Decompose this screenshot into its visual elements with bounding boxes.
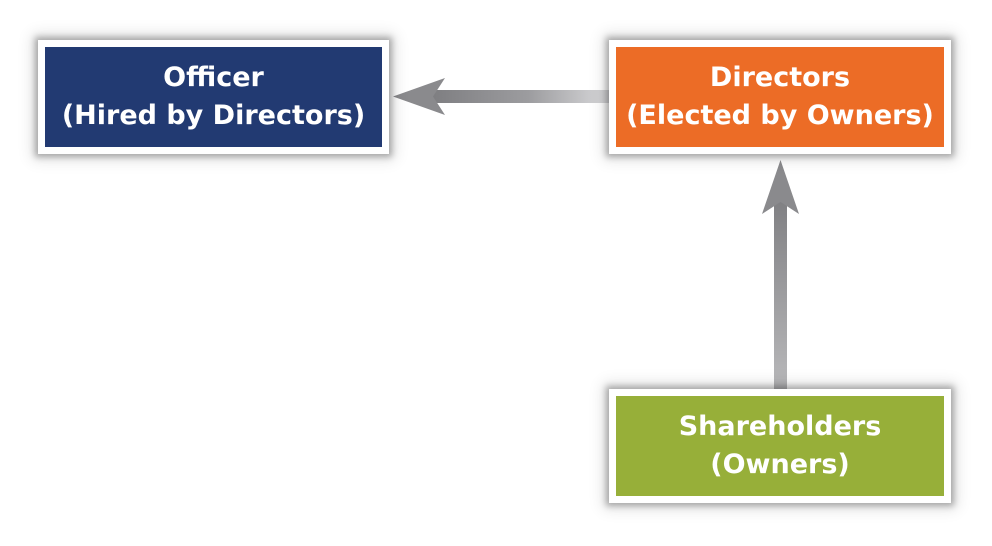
officer-subtitle: (Hired by Directors)	[61, 100, 366, 131]
arrow-shaft-horizontal	[428, 90, 610, 103]
directors-box: Directors (Elected by Owners)	[609, 40, 951, 154]
arrow-head-left	[393, 78, 445, 115]
officer-box: Officer (Hired by Directors)	[38, 40, 389, 154]
arrow-shaft-vertical	[774, 200, 787, 390]
shareholders-subtitle: (Owners)	[710, 449, 850, 480]
arrow-directors-to-officer	[393, 78, 610, 115]
shareholders-box: Shareholders (Owners)	[609, 389, 951, 503]
officer-title: Officer	[163, 62, 264, 93]
directors-title: Directors	[709, 62, 851, 93]
shareholders-title: Shareholders	[678, 411, 882, 442]
arrow-head-up	[762, 160, 799, 214]
directors-subtitle: (Elected by Owners)	[626, 100, 934, 131]
arrow-shareholders-to-directors	[762, 160, 799, 390]
